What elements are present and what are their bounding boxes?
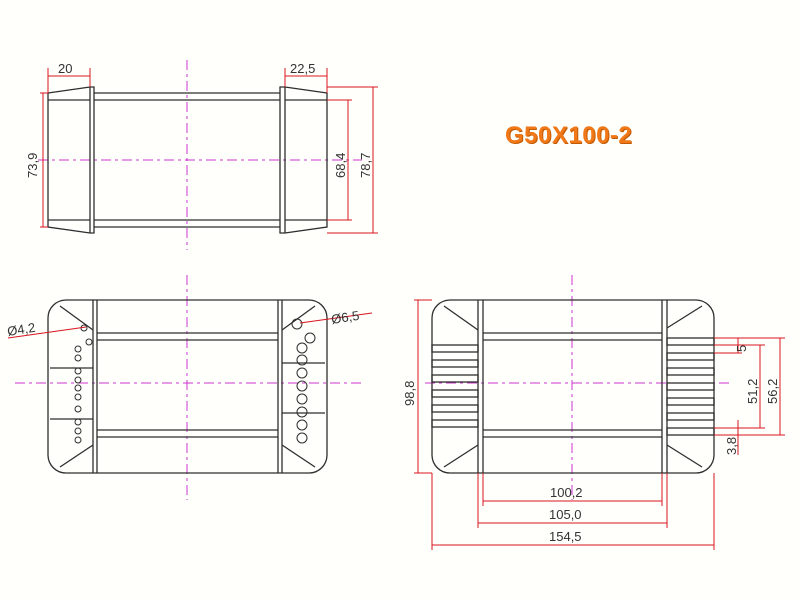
dim-height: 98,8 bbox=[402, 381, 417, 406]
front-view-leaders bbox=[7, 312, 373, 339]
pin-hole bbox=[74, 427, 82, 435]
dim-flange-width: 20 bbox=[58, 61, 72, 76]
pin-hole bbox=[74, 376, 82, 384]
dim-overall-span: 56,2 bbox=[765, 379, 780, 404]
front-view-right-holes bbox=[291, 318, 316, 444]
dim-pin-pitch: 5 bbox=[734, 345, 749, 352]
dim-core-length: 105,0 bbox=[549, 507, 582, 522]
pin-hole bbox=[74, 384, 82, 392]
pin-hole-large bbox=[296, 406, 308, 418]
dim-flange-width-right: 22,5 bbox=[290, 61, 315, 76]
pin-hole bbox=[85, 338, 93, 346]
pin-hole-large bbox=[296, 432, 308, 444]
front-view-dimension-labels: Ø4,2 Ø6,5 bbox=[6, 308, 360, 339]
dim-slot-span: 51,2 bbox=[745, 379, 760, 404]
pin-hole bbox=[74, 367, 82, 375]
front-view bbox=[15, 275, 362, 500]
top-view-dimension-labels: 20 22,5 73,9 68,4 78,7 bbox=[25, 61, 373, 178]
pin-hole-large bbox=[296, 367, 308, 379]
pin-hole bbox=[74, 418, 82, 426]
dim-inner-height: 68,4 bbox=[333, 153, 348, 178]
dim-left-height: 73,9 bbox=[25, 153, 40, 178]
dim-overall-length: 154,5 bbox=[549, 529, 582, 544]
pin-hole bbox=[74, 436, 82, 444]
top-view-dimensions bbox=[40, 68, 378, 234]
dim-large-hole: Ø6,5 bbox=[330, 308, 360, 327]
pin-hole-large bbox=[304, 332, 316, 344]
pin-hole-large bbox=[296, 342, 308, 354]
pin-hole-large bbox=[296, 419, 308, 431]
dim-inner-length: 100,2 bbox=[550, 485, 583, 500]
pin-hole bbox=[74, 393, 82, 401]
side-view-dimensions bbox=[414, 299, 785, 550]
dim-outer-height: 78,7 bbox=[358, 153, 373, 178]
front-view-outline bbox=[47, 299, 328, 474]
pin-hole bbox=[74, 345, 82, 353]
dim-edge-offset: 3,8 bbox=[724, 437, 739, 455]
pin-hole-large bbox=[296, 380, 308, 392]
dim-small-hole: Ø4,2 bbox=[6, 320, 36, 339]
pin-hole bbox=[74, 354, 82, 362]
part-number-title: G50X100-2 bbox=[505, 122, 633, 149]
side-view-dimension-labels: 5 51,2 56,2 3,8 98,8 100,2 105,0 154,5 bbox=[402, 345, 780, 544]
front-view-left-holes bbox=[74, 324, 93, 444]
pin-hole bbox=[74, 405, 82, 413]
pin-hole-large bbox=[291, 318, 303, 330]
side-view bbox=[425, 275, 730, 500]
top-view bbox=[38, 60, 362, 250]
pin-hole-large bbox=[296, 393, 308, 405]
pin-hole-large bbox=[296, 354, 308, 366]
